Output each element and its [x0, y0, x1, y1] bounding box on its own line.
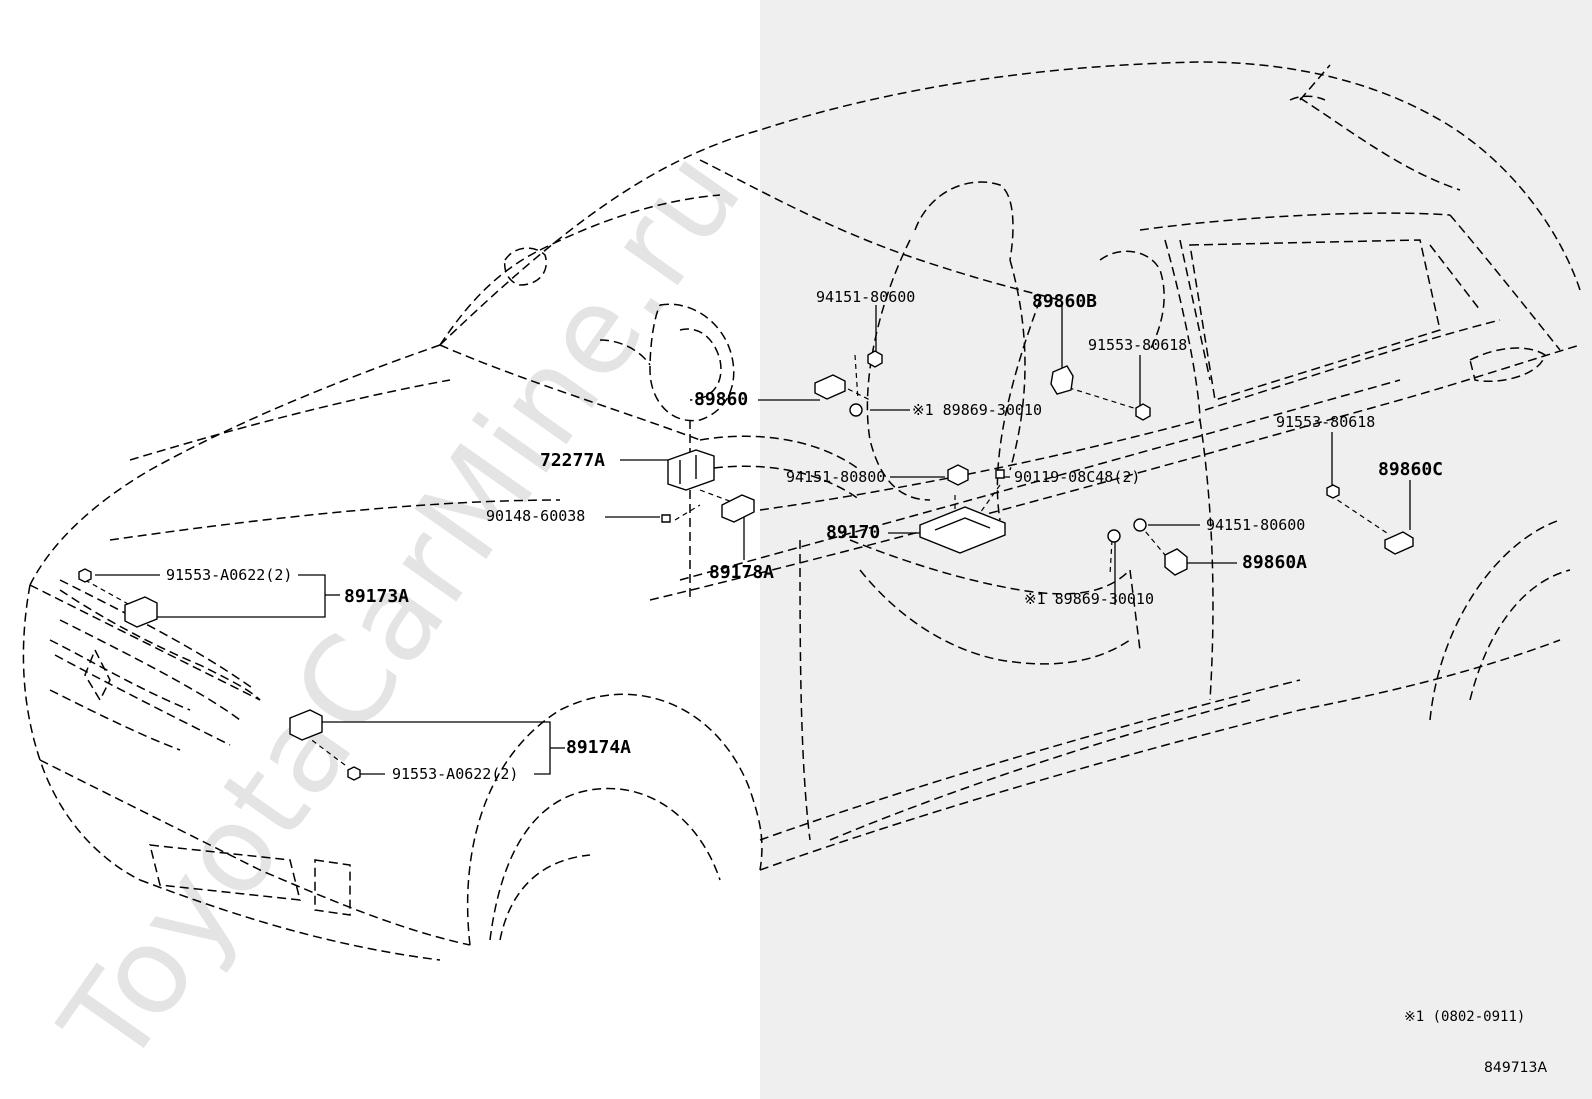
nut-94151-80600-part: [867, 350, 883, 368]
sensor-89174a-part: [289, 709, 323, 741]
nut-89869-30010-b-part: [1107, 529, 1121, 543]
label-89173a: 89173A: [344, 586, 410, 607]
label-94151-80600-top: 94151-80600: [816, 288, 916, 306]
bolt-90119-08c48-part: [995, 469, 1005, 479]
label-89860c: 89860C: [1378, 459, 1444, 480]
label-89869-30010-b: ※1 89869-30010: [1024, 590, 1154, 608]
footnote: ※1 (0802-0911): [1404, 1009, 1526, 1025]
label-89174a: 89174A: [566, 737, 632, 758]
sensor-89860b-part: [1050, 365, 1074, 395]
label-91553-80618-b: 91553-80618: [1276, 413, 1376, 431]
label-89860: 89860: [694, 389, 749, 410]
leader-lines: [95, 305, 1411, 775]
bolt-91553-a0622-b-part: [347, 766, 361, 781]
bolt-91553-80618-b-part: [1326, 484, 1340, 499]
label-91553-a0622-a: 91553-A0622(2): [166, 566, 293, 584]
label-89869-30010-a: ※1 89869-30010: [912, 401, 1042, 419]
nut-94151-80800-part: [947, 464, 969, 486]
sensor-89178a-part: [721, 494, 755, 523]
label-89860a: 89860A: [1242, 552, 1308, 573]
label-89860b: 89860B: [1032, 291, 1098, 312]
nut-94151-80600-b-part: [1133, 518, 1147, 532]
bolt-91553-a0622-part: [78, 568, 92, 583]
car-body-outline: [22, 61, 1581, 961]
bolt-91553-80618-part: [1135, 403, 1151, 421]
screw-90148-60038-part: [661, 514, 671, 523]
label-94151-80600-b: 94151-80600: [1206, 516, 1306, 534]
bracket-72277a-part: [667, 449, 715, 491]
label-89170: 89170: [826, 522, 881, 543]
sensor-89860-part: [814, 374, 846, 400]
sensor-89173a-part: [124, 596, 158, 628]
label-90148-60038: 90148-60038: [486, 507, 586, 525]
sensor-89860c-part: [1384, 531, 1414, 555]
diagram-code: 849713A: [1484, 1060, 1548, 1076]
ecu-89170-part: [919, 506, 1006, 554]
label-90119-08c48: 90119-08C48(2): [1014, 468, 1141, 486]
label-94151-80800: 94151-80800: [786, 468, 886, 486]
label-89178a: 89178A: [709, 562, 775, 583]
sensor-89860a-part: [1164, 548, 1188, 576]
nut-89869-30010-part: [849, 403, 863, 417]
label-72277a: 72277A: [540, 450, 606, 471]
label-91553-a0622-b: 91553-A0622(2): [392, 765, 519, 783]
label-91553-80618-a: 91553-80618: [1088, 336, 1188, 354]
